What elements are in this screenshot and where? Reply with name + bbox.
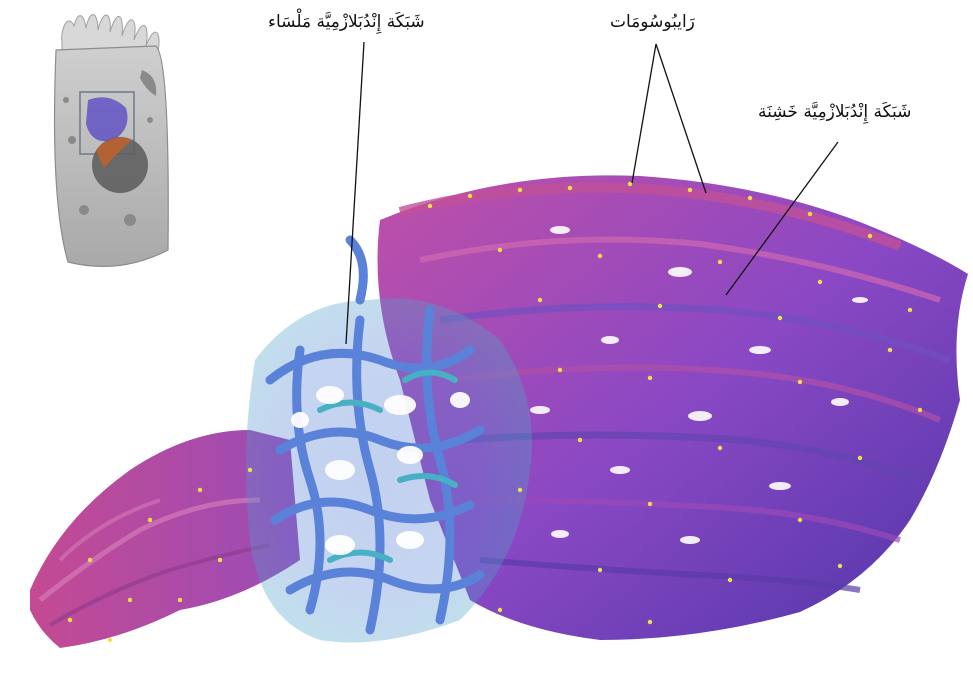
ribosome-leader-left	[632, 44, 656, 183]
rough-er-label: شَبَكَة إِنْدُبَلازْمِيَّة خَشِنَة	[758, 104, 911, 121]
smooth-er-label: شَبَكَة إِنْدُبَلازْمِيَّة مَلْسَاء	[268, 14, 425, 31]
ribosome-leader-right	[656, 44, 706, 193]
ribosomes-label: رَايبُوسُومَات	[610, 14, 695, 31]
cell-thumbnail-icon	[55, 15, 169, 267]
